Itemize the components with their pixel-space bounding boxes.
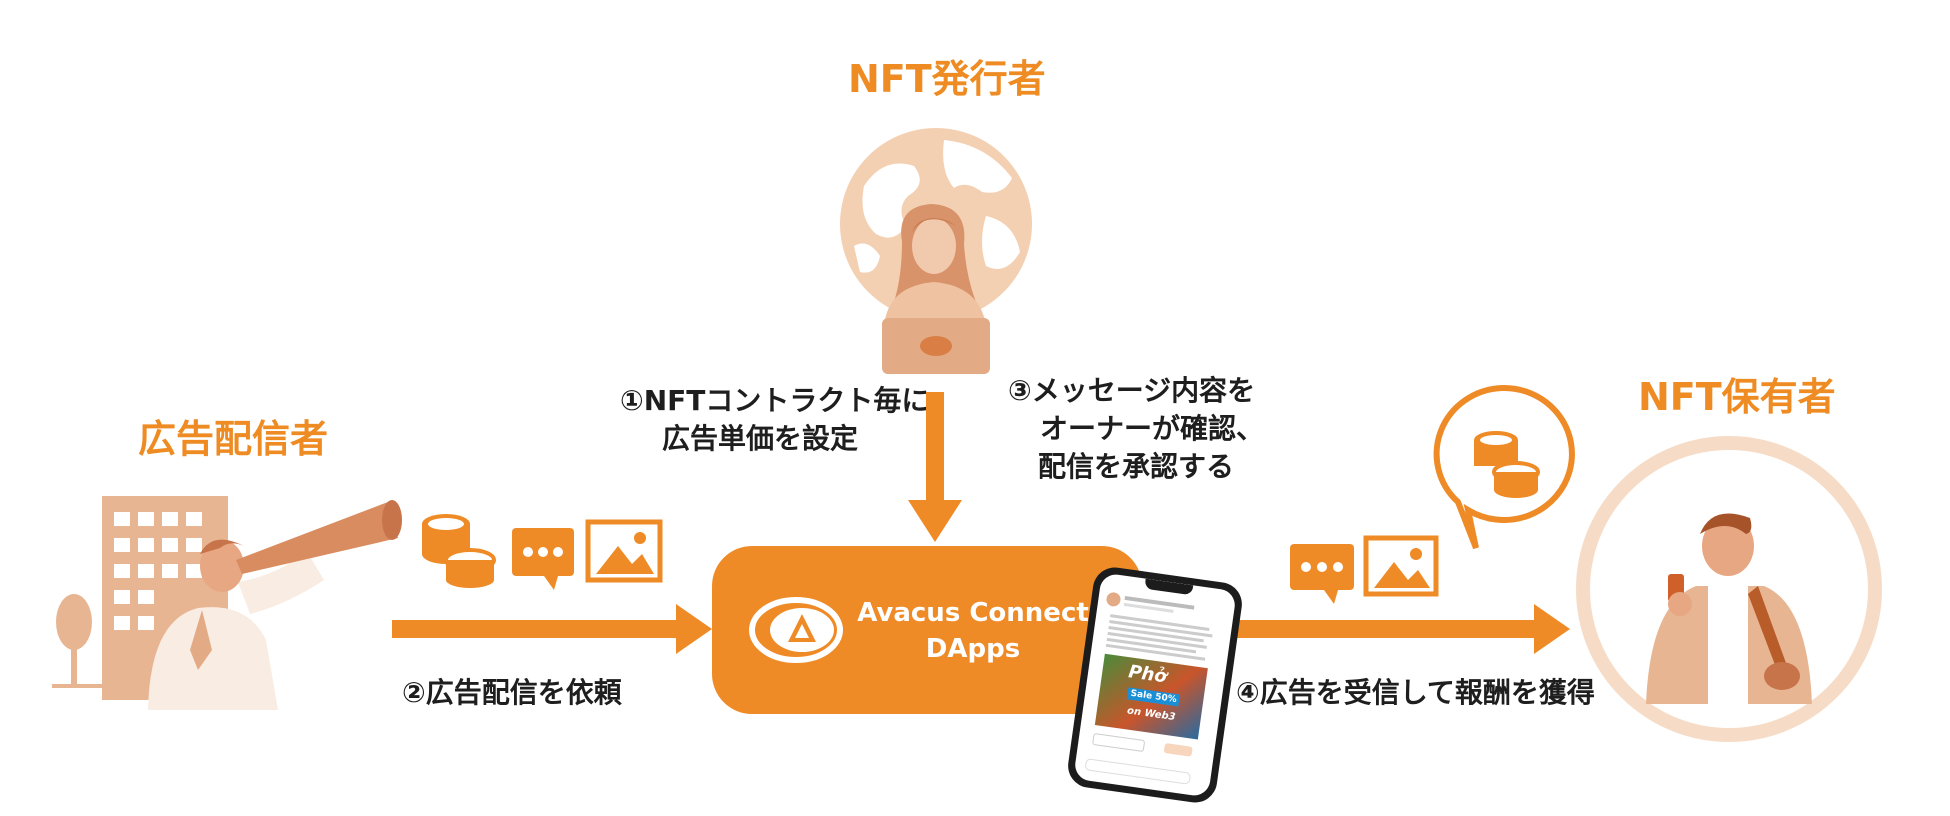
speech-bubble-icon (1433, 384, 1575, 550)
step1-label: ①NFTコントラクト毎に 広告単価を設定 (620, 382, 930, 458)
hub-box: Avacus Connect DApps (712, 546, 1142, 714)
step1-line2: 広告単価を設定 (661, 422, 858, 455)
coins-icon (1474, 431, 1540, 498)
promo-sale: Sale 50% (1126, 687, 1181, 707)
step3-label: ③メッセージ内容を オーナーが確認、 配信を承認する (1008, 372, 1264, 486)
phone-screen: Phở Sale 50% on Web3 (1073, 572, 1237, 798)
advertiser-assets (422, 514, 663, 590)
promo-image: Phở Sale 50% on Web3 (1094, 653, 1208, 740)
promo-tag: on Web3 (1126, 705, 1177, 724)
woman-icon (884, 204, 986, 326)
hub-title-line2: DApps (925, 634, 1021, 664)
smartphone-icon: Phở Sale 50% on Web3 (1065, 564, 1245, 806)
arrow-down-icon (908, 392, 962, 542)
promo-word: Phở (1127, 661, 1169, 688)
chat-bubble-icon (512, 528, 574, 590)
step3-line3: 配信を承認する (1038, 450, 1235, 483)
man-icon (1646, 513, 1812, 706)
advertiser-illustration (52, 496, 402, 710)
issuer-illustration (840, 128, 1032, 374)
tree-icon (56, 594, 92, 686)
step3-line2: オーナーが確認、 (1040, 412, 1265, 445)
avacus-logo-icon (749, 597, 843, 663)
businessman-icon (148, 539, 324, 710)
holder-assets (1290, 535, 1439, 604)
telescope-icon (236, 500, 402, 574)
step3-line1: ③メッセージ内容を (1008, 374, 1256, 407)
image-icon (1363, 535, 1439, 597)
arrow-right-icon (392, 604, 712, 654)
holder-illustration (1576, 436, 1882, 742)
chat-bubble-icon (1290, 544, 1354, 604)
hub-title-line1: Avacus Connect (857, 598, 1089, 628)
image-icon (585, 519, 663, 583)
laptop-icon (882, 318, 990, 374)
advertiser-title: 広告配信者 (138, 417, 329, 461)
issuer-title: NFT発行者 (848, 57, 1046, 101)
arrow-right-icon (1220, 604, 1570, 654)
coins-icon (422, 514, 496, 588)
step2-label: ②広告配信を依頼 (402, 676, 622, 709)
step4-label: ④広告を受信して報酬を獲得 (1236, 676, 1595, 709)
step1-line1: ①NFTコントラクト毎に (620, 384, 930, 417)
holder-title: NFT保有者 (1638, 375, 1836, 419)
